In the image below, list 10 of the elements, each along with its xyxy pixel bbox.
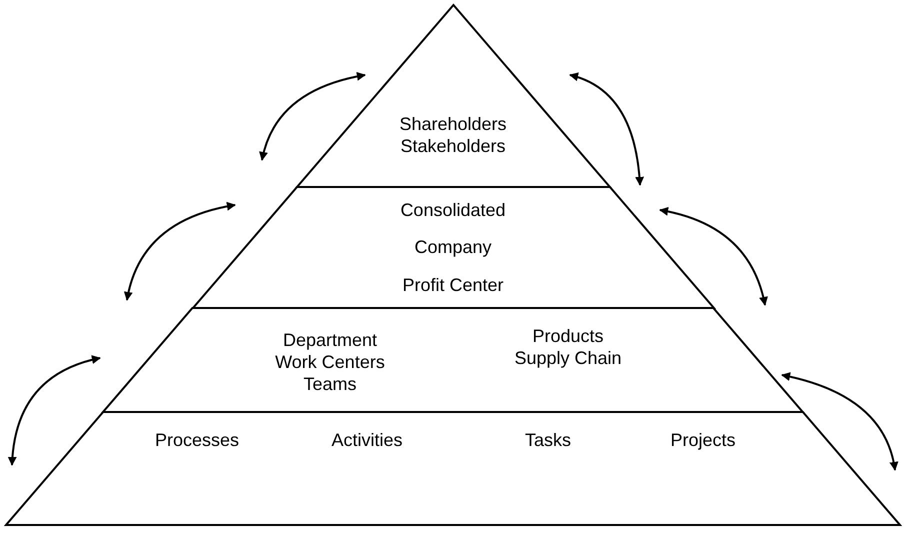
section-label: Company xyxy=(413,236,492,258)
section-label: Processes xyxy=(154,429,240,451)
section-label: Consolidated xyxy=(399,199,507,221)
section-label: Products Supply Chain xyxy=(513,325,623,369)
section-label: Projects xyxy=(669,429,737,451)
section-label: Shareholders Stakeholders xyxy=(398,113,508,157)
section-label: Tasks xyxy=(524,429,572,451)
section-label: Activities xyxy=(330,429,404,451)
section-label: Department Work Centers Teams xyxy=(274,329,386,395)
section-label: Profit Center xyxy=(401,274,504,296)
